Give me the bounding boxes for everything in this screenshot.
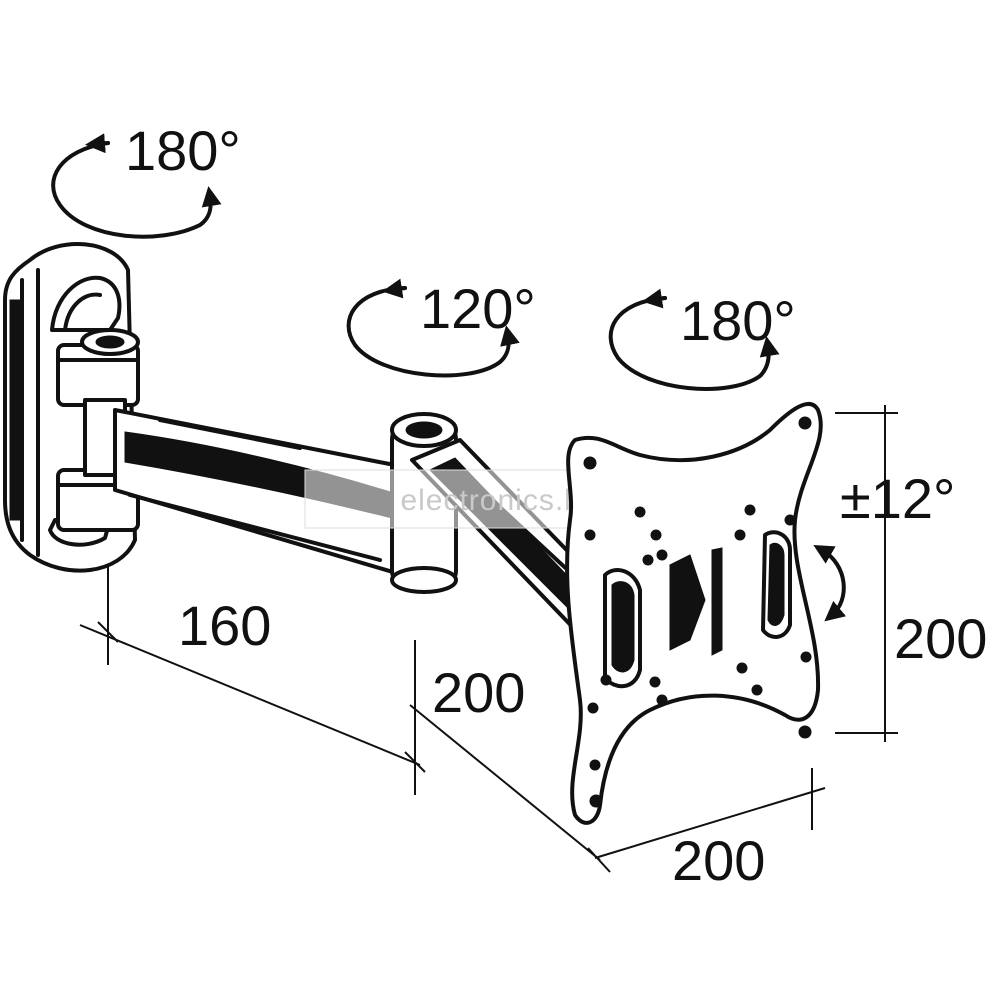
vesa-holes — [583, 416, 812, 808]
watermark: electronics.bg — [400, 484, 599, 517]
tilt-arrow — [813, 544, 847, 622]
label-rotation-elbow: 120° — [420, 277, 536, 340]
label-dimension-vesa-height: 200 — [894, 607, 987, 670]
label-dimension-vesa-width: 200 — [672, 829, 765, 892]
dimension-vesa-height — [835, 405, 898, 742]
dimension-arm1 — [79, 565, 426, 795]
rotation-arrow-wall — [51, 133, 222, 239]
rotation-arrow-plate — [608, 288, 780, 391]
label-rotation-plate: 180° — [680, 289, 796, 352]
label-rotation-wall: 180° — [125, 119, 241, 182]
rotation-arrow-elbow — [346, 278, 520, 378]
label-tilt: ±12° — [840, 467, 955, 530]
label-dimension-arm1: 160 — [178, 594, 271, 657]
label-dimension-arm2: 200 — [432, 661, 525, 724]
vesa-plate — [565, 402, 823, 825]
dimension-vesa-width — [594, 768, 826, 859]
dimension-arm2 — [409, 704, 611, 873]
